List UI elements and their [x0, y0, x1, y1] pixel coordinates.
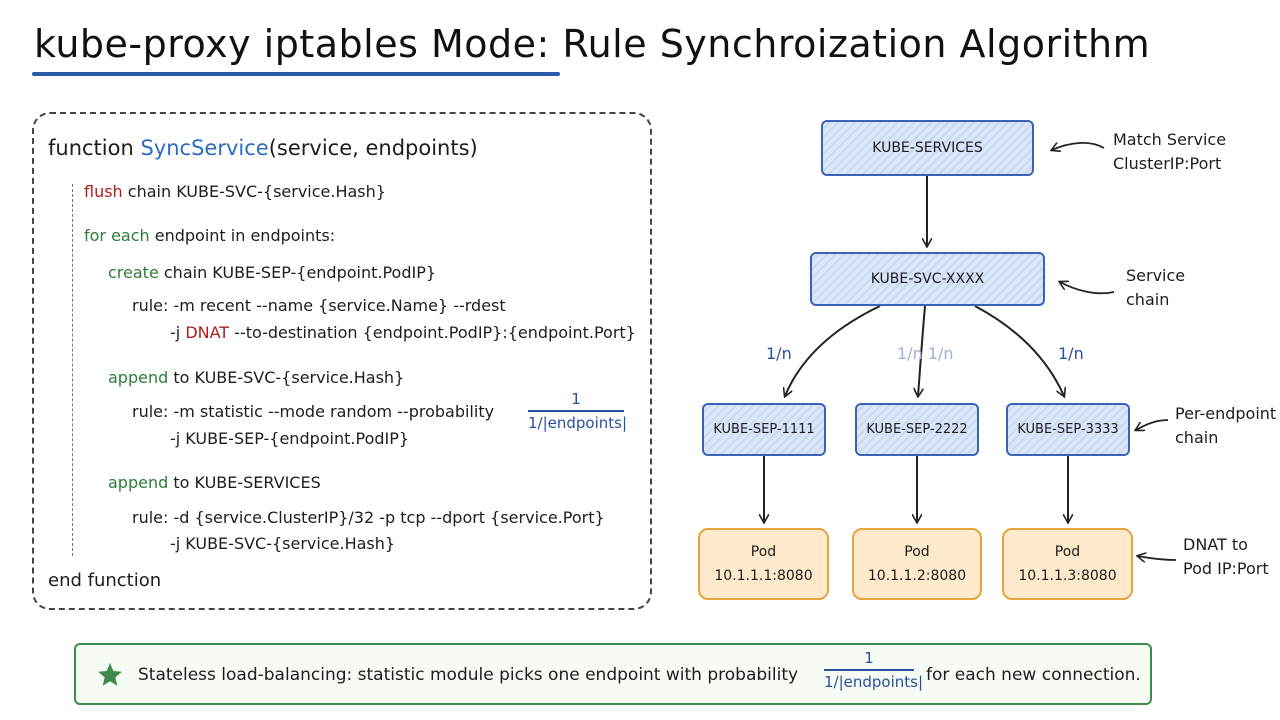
- pod-address: 10.1.1.3:8080: [1018, 568, 1117, 584]
- page-title: kube-proxy iptables Mode: Rule Synchroiz…: [34, 22, 1151, 66]
- node-label: KUBE-SEP-1111: [713, 422, 815, 437]
- footer-callout: Stateless load-balancing: statistic modu…: [74, 643, 1152, 705]
- kube-sep-node-2: KUBE-SEP-2222: [855, 403, 979, 456]
- arrow-svc-to-sep-3: [974, 305, 1064, 396]
- probability-label-3: 1/n: [1058, 344, 1084, 363]
- note-line: Per-endpoint: [1175, 404, 1277, 423]
- note-line: chain: [1175, 428, 1219, 447]
- end-function: end function: [48, 570, 162, 591]
- node-label: KUBE-SEP-2222: [866, 422, 968, 437]
- fraction-denominator: 1/|endpoints|: [824, 673, 924, 691]
- note-arrow-sep: [1136, 419, 1169, 430]
- dnat-keyword: DNAT: [185, 323, 230, 342]
- code-text: chain KUBE-SEP-{endpoint.PodIP}: [158, 263, 437, 282]
- function-body-marker: [72, 184, 73, 556]
- code-line-statistic-rule: rule: -m statistic --mode random --proba…: [132, 402, 495, 421]
- title-underline: [32, 72, 560, 76]
- note-line: Match Service: [1113, 130, 1227, 149]
- note-match-service: Match Service ClusterIP:Port: [1113, 128, 1226, 176]
- code-line-flush: flush chain KUBE-SVC-{service.Hash}: [84, 182, 386, 201]
- node-label: KUBE-SVC-XXXX: [870, 271, 985, 287]
- create-keyword: create: [108, 263, 159, 282]
- pseudocode-panel: function SyncService(service, endpoints)…: [32, 112, 652, 610]
- note-line: ClusterIP:Port: [1113, 154, 1222, 173]
- append-keyword: append: [108, 368, 169, 387]
- code-text: -j: [170, 323, 186, 342]
- code-line-clusterip-rule: rule: -d {service.ClusterIP}/32 -p tcp -…: [132, 508, 605, 527]
- pod-node-2: Pod 10.1.1.2:8080: [852, 528, 982, 600]
- code-text: to KUBE-SERVICES: [168, 473, 321, 492]
- pod-label: Pod: [1054, 544, 1081, 560]
- kube-services-node: KUBE-SERVICES: [821, 120, 1034, 176]
- function-header: function SyncService(service, endpoints): [48, 136, 478, 160]
- function-params: (service, endpoints): [268, 136, 478, 160]
- code-line-append-svc: append to KUBE-SVC-{service.Hash}: [108, 368, 404, 387]
- code-line-jump-svc: -j KUBE-SVC-{service.Hash}: [170, 534, 396, 553]
- node-label: KUBE-SEP-3333: [1017, 422, 1119, 437]
- pod-label: Pod: [904, 544, 930, 560]
- note-line: DNAT to: [1183, 535, 1248, 554]
- note-line: Service: [1126, 266, 1186, 285]
- pod-label: Pod: [750, 544, 777, 560]
- note-service-chain: Service chain: [1126, 264, 1185, 312]
- fraction-numerator: 1: [571, 390, 581, 408]
- pod-address: 10.1.1.1:8080: [714, 568, 813, 584]
- note-per-endpoint-chain: Per-endpoint chain: [1175, 402, 1276, 450]
- kube-sep-node-3: KUBE-SEP-3333: [1006, 403, 1130, 456]
- kube-sep-node-1: KUBE-SEP-1111: [702, 403, 826, 456]
- arrow-svc-to-sep-2: [918, 305, 926, 396]
- fraction-bar: [528, 410, 624, 412]
- arrow-svc-to-sep-1: [785, 305, 881, 396]
- code-text: chain KUBE-SVC-{service.Hash}: [122, 182, 386, 201]
- function-keyword: function: [48, 136, 134, 160]
- pod-node-3: Pod 10.1.1.3:8080: [1002, 528, 1133, 600]
- probability-fraction: 1 1/|endpoints|: [528, 390, 628, 432]
- function-name: SyncService: [140, 136, 269, 160]
- note-line: Pod IP:Port: [1183, 559, 1269, 578]
- footer-text-b: for each new connection.: [926, 665, 1141, 685]
- code-text: to KUBE-SVC-{service.Hash}: [168, 368, 405, 387]
- note-arrow-pod: [1138, 556, 1177, 560]
- code-text: --to-destination {endpoint.PodIP}:{endpo…: [229, 323, 636, 342]
- note-arrow-svc: [1060, 282, 1115, 295]
- fraction-denominator: 1/|endpoints|: [528, 414, 628, 432]
- fraction-numerator: 1: [864, 649, 874, 667]
- note-dnat-to-pod: DNAT to Pod IP:Port: [1183, 533, 1269, 581]
- fraction-bar: [824, 669, 914, 671]
- code-line-dnat: -j DNAT --to-destination {endpoint.PodIP…: [170, 323, 636, 342]
- pod-address: 10.1.1.2:8080: [867, 568, 967, 584]
- node-label: KUBE-SERVICES: [872, 140, 983, 156]
- star-icon: [98, 663, 122, 686]
- probability-label-2: 1/n 1/n: [897, 344, 954, 363]
- code-line-recent-rule: rule: -m recent --name {service.Name} --…: [132, 296, 506, 315]
- note-line: chain: [1126, 290, 1170, 309]
- note-arrow-services: [1052, 142, 1105, 150]
- for-each-keyword: for each: [84, 226, 150, 245]
- kube-svc-node: KUBE-SVC-XXXX: [810, 252, 1045, 306]
- flush-keyword: flush: [84, 182, 123, 201]
- append-keyword: append: [108, 473, 169, 492]
- code-line-append-services: append to KUBE-SERVICES: [108, 473, 321, 492]
- footer-text-a: Stateless load-balancing: statistic modu…: [138, 665, 799, 685]
- code-line-jump-sep: -j KUBE-SEP-{endpoint.PodIP}: [170, 429, 410, 448]
- code-line-create: create chain KUBE-SEP-{endpoint.PodIP}: [108, 263, 436, 282]
- probability-label-1: 1/n: [766, 344, 792, 363]
- code-text: endpoint in endpoints:: [149, 226, 336, 245]
- footer-probability-fraction: 1 1/|endpoints|: [824, 649, 924, 691]
- code-line-for-each: for each endpoint in endpoints:: [84, 226, 335, 245]
- pod-node-1: Pod 10.1.1.1:8080: [698, 528, 829, 600]
